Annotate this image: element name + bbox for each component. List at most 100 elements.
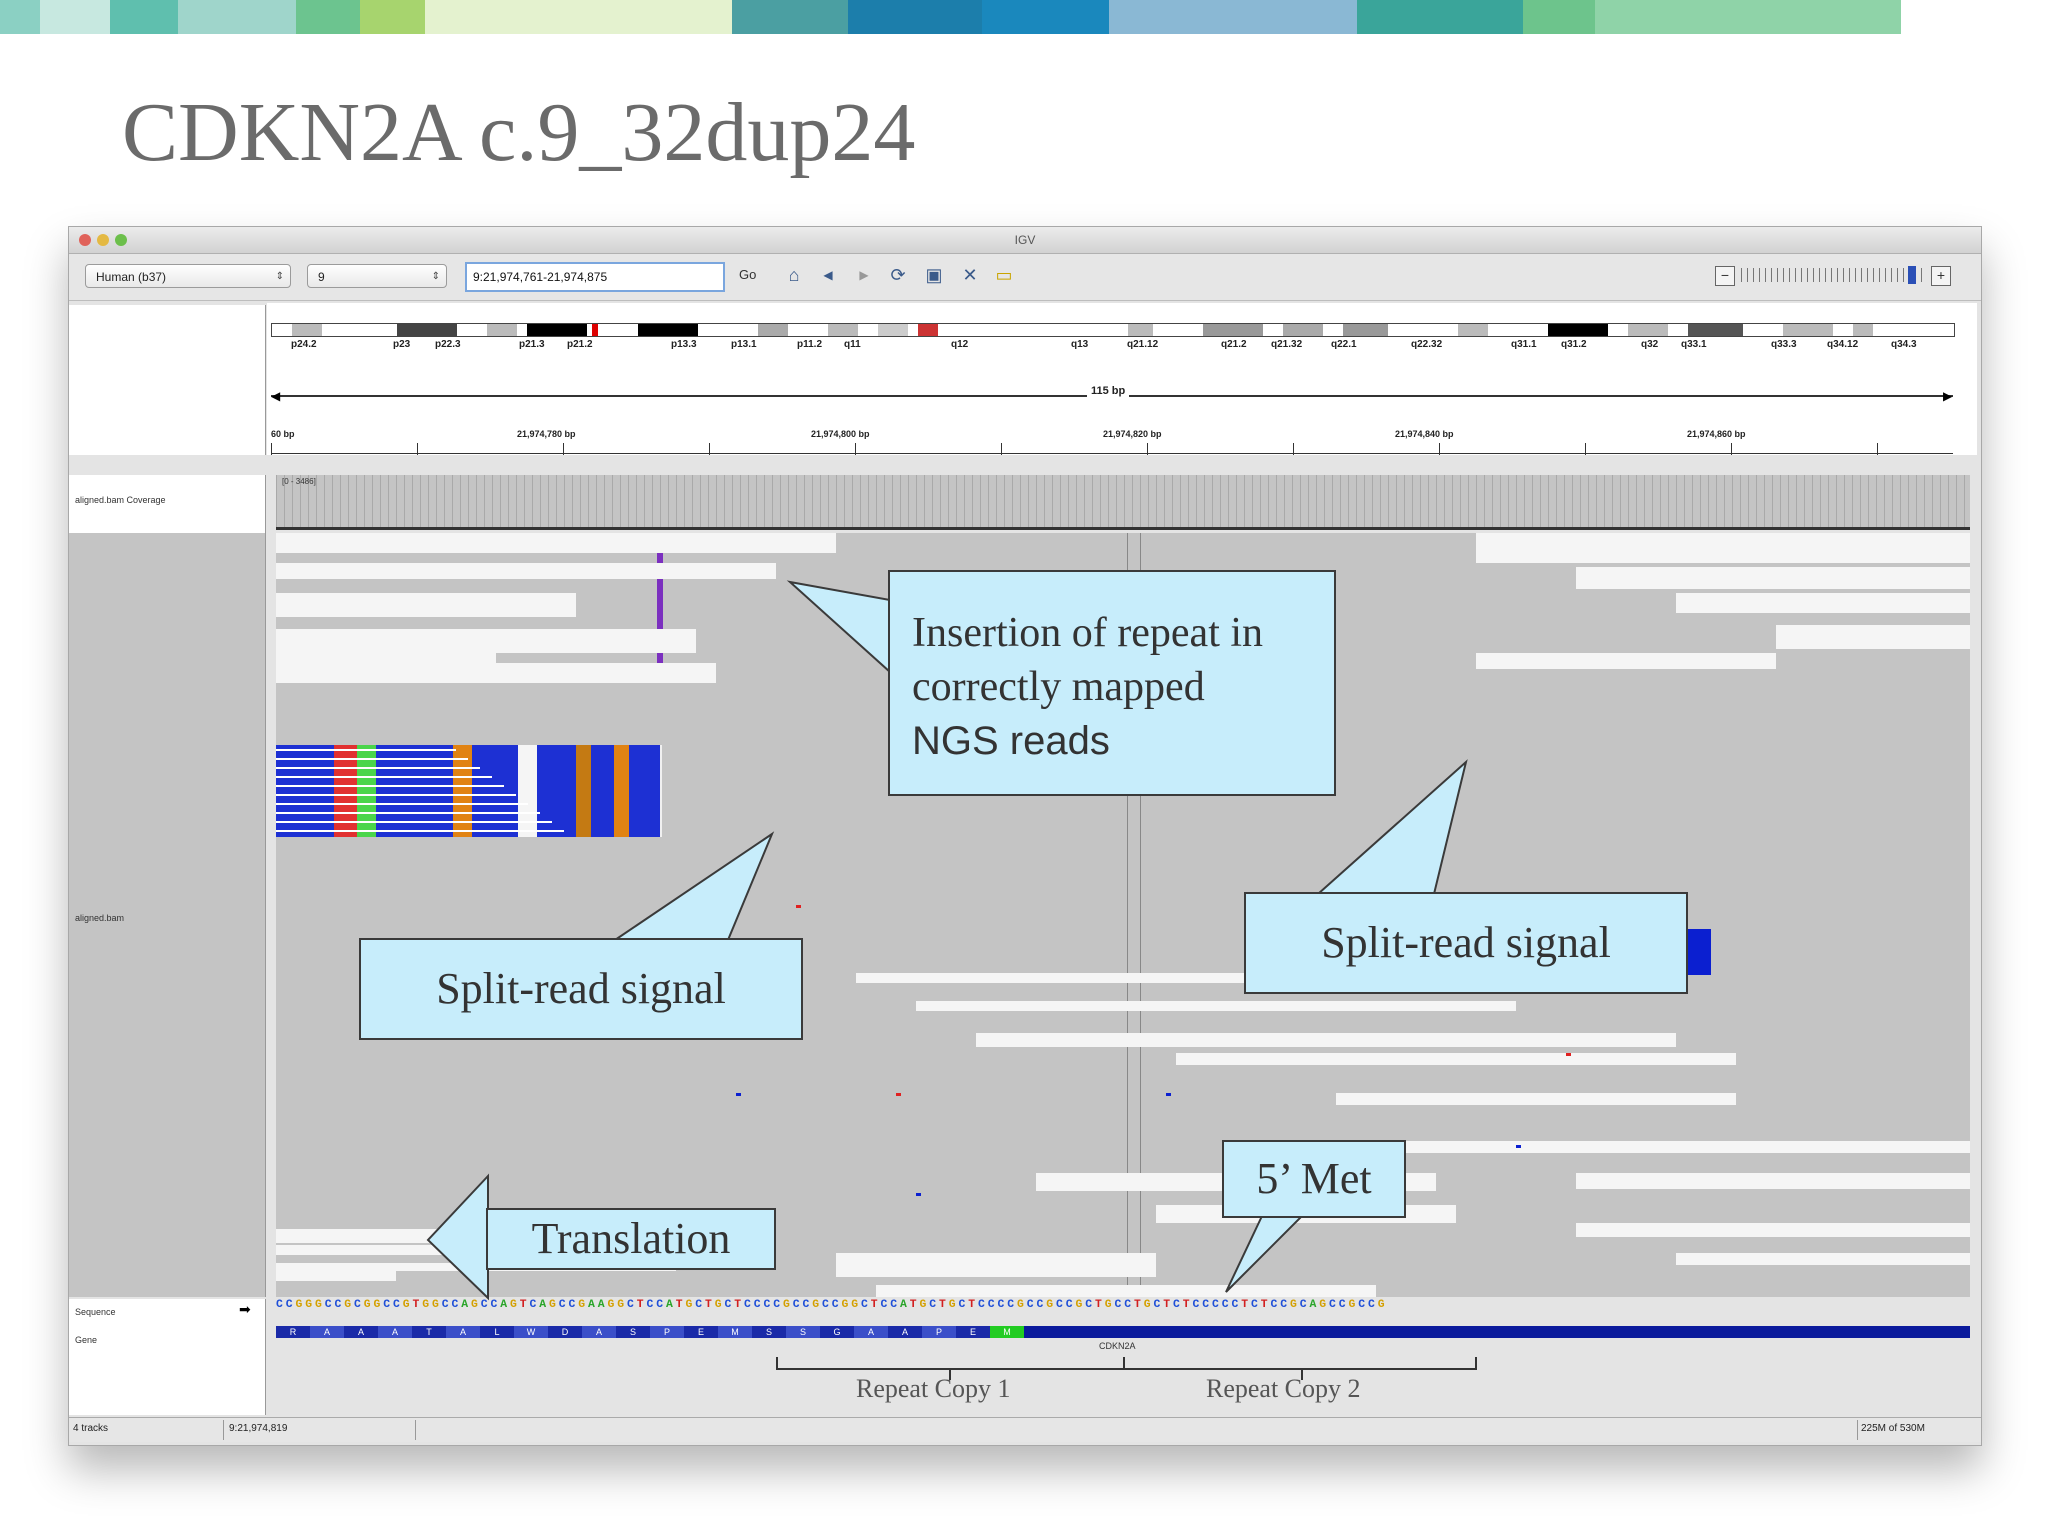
cytoband-label: q31.1 — [1511, 339, 1537, 350]
ruler-axis — [271, 453, 1953, 454]
top-bar-segment — [40, 0, 110, 34]
igv-toolbar: Human (b37) ⇕ 9 ⇕ 9:21,974,761-21,974,87… — [69, 254, 1981, 301]
insertion-callout-line-3: NGS reads — [912, 719, 1110, 763]
insertion-marker[interactable] — [657, 537, 663, 665]
alignment-track-label[interactable]: aligned.bam — [75, 913, 125, 923]
low-coverage-region — [836, 1253, 1156, 1277]
insertion-callout-line-2: correctly mapped — [912, 664, 1205, 710]
gene-track-label[interactable]: Gene — [75, 1335, 98, 1345]
dropdown-arrow-icon: ⇕ — [275, 271, 284, 282]
split-read-callout-left: Split-read signal — [359, 938, 803, 1040]
zoom-out-button[interactable]: − — [1715, 266, 1735, 286]
cytoband-label: q11 — [844, 339, 861, 350]
back-icon[interactable]: ◀ — [823, 268, 833, 282]
ruler-start-label: 60 bp — [271, 429, 295, 439]
igv-window: IGV Human (b37) ⇕ 9 ⇕ 9:21,974,761-21,97… — [68, 226, 1982, 1446]
cytoband-label: p21.2 — [567, 339, 593, 350]
top-bar-segment — [425, 0, 732, 34]
insertion-callout-line-1: Insertion of repeat in — [912, 610, 1264, 656]
low-coverage-region — [1776, 625, 1970, 649]
amino-acid: P — [650, 1326, 684, 1338]
low-coverage-region — [276, 1229, 476, 1243]
strand-arrow-icon[interactable]: ➡ — [239, 1301, 251, 1317]
ruler-tick — [563, 443, 564, 455]
low-coverage-region — [276, 629, 696, 653]
top-bar-segment — [110, 0, 178, 34]
low-coverage-region — [276, 563, 776, 579]
low-coverage-region — [1576, 1223, 1970, 1237]
cytoband-label: p13.3 — [671, 339, 697, 350]
amino-acid: D — [548, 1326, 582, 1338]
amino-acid: G — [820, 1326, 854, 1338]
center-line — [1140, 533, 1141, 1297]
ruler-tick-label: 21,974,800 bp — [811, 429, 870, 439]
zoom-control[interactable]: − + — [1715, 266, 1955, 286]
forward-icon[interactable]: ▶ — [859, 268, 869, 282]
chromosome-dropdown[interactable]: 9 ⇕ — [307, 264, 447, 288]
top-bar-segment — [848, 0, 982, 34]
amino-acid: A — [378, 1326, 412, 1338]
repeat-copy-1-label: Repeat Copy 1 — [856, 1374, 1011, 1403]
ruler-tick-label: 21,974,860 bp — [1687, 429, 1746, 439]
amino-acid: S — [616, 1326, 650, 1338]
zoom-in-button[interactable]: + — [1931, 266, 1951, 286]
coverage-range-label: [0 - 3486] — [282, 477, 316, 486]
low-coverage-region — [1376, 1141, 1970, 1153]
maximize-window-button[interactable] — [115, 234, 127, 246]
close-window-button[interactable] — [79, 234, 91, 246]
cytoband-label: p13.1 — [731, 339, 757, 350]
reference-sequence[interactable]: CCGGGCCGCGGCCGTGGCCAGCCAGTCAGCCGAAGGCTCC… — [276, 1299, 1388, 1311]
status-bar: 4 tracks 9:21,974,819 225M of 530M — [69, 1417, 1981, 1442]
low-coverage-region — [876, 1285, 1376, 1297]
locus-input[interactable]: 9:21,974,761-21,974,875 — [465, 262, 725, 292]
coverage-track[interactable]: [0 - 3486] — [276, 475, 1970, 530]
cytoband-label: q21.2 — [1221, 339, 1247, 350]
top-bar-segment — [1109, 0, 1357, 34]
header-name-panel — [69, 305, 266, 455]
amino-acid: A — [310, 1326, 344, 1338]
zoom-slider-thumb[interactable] — [1908, 266, 1916, 284]
home-icon[interactable]: ⌂ — [788, 265, 800, 285]
memory-usage: 225M of 530M — [1861, 1423, 1925, 1434]
mismatch-base — [1516, 1145, 1521, 1148]
low-coverage-region — [276, 663, 716, 683]
cytoband-label: p21.3 — [519, 339, 545, 350]
cytoband-label: p11.2 — [797, 339, 823, 350]
mismatch-base — [1566, 1053, 1571, 1056]
refresh-icon[interactable]: ⟳ — [890, 265, 906, 285]
cytoband-label: q33.1 — [1681, 339, 1707, 350]
mismatch-base — [796, 905, 801, 908]
chromosome-dropdown-value: 9 — [318, 270, 325, 284]
top-bar-segment — [1595, 0, 1901, 34]
cytoband-label: q32 — [1641, 339, 1659, 350]
ruler-left-arrow-icon: ◀ — [271, 389, 281, 403]
mismatch-base — [706, 921, 711, 924]
chromosome-ideogram[interactable] — [271, 323, 1955, 337]
ruler-tick — [271, 443, 272, 455]
low-coverage-region — [856, 973, 1356, 983]
amino-acid: A — [446, 1326, 480, 1338]
region-icon[interactable]: ▣ — [925, 265, 943, 285]
low-coverage-region — [1576, 567, 1970, 589]
top-bar-segment — [0, 0, 40, 34]
zoom-slider[interactable] — [1741, 268, 1925, 282]
go-button[interactable]: Go — [739, 267, 757, 282]
ruler-tick — [1439, 443, 1440, 455]
resize-icon[interactable]: ✕ — [962, 265, 978, 285]
genome-dropdown[interactable]: Human (b37) ⇕ — [85, 264, 291, 288]
sequence-track-label[interactable]: Sequence — [75, 1307, 116, 1317]
low-coverage-region — [916, 1001, 1516, 1011]
coverage-track-label[interactable]: aligned.bam Coverage — [75, 495, 166, 505]
popup-icon[interactable]: ▭ — [995, 265, 1013, 285]
low-coverage-region — [276, 593, 576, 617]
minimize-window-button[interactable] — [97, 234, 109, 246]
amino-acid: M — [990, 1326, 1024, 1338]
low-coverage-region — [1676, 593, 1970, 613]
cytoband-label: q22.1 — [1331, 339, 1357, 350]
ruler-tick — [1001, 443, 1002, 455]
ruler-width-label: 115 bp — [1087, 385, 1130, 397]
top-bar-segment — [982, 0, 1109, 34]
slide-title: CDKN2A c.9_32dup24 — [122, 86, 916, 179]
